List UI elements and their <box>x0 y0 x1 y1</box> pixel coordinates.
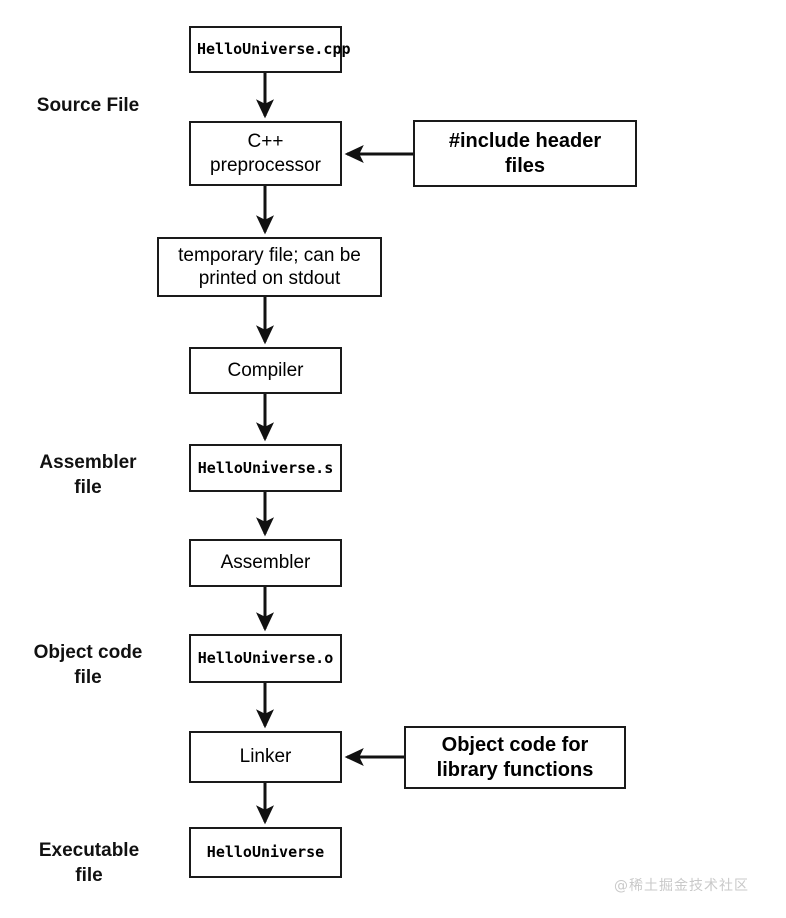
node-label-line2: files <box>504 154 546 177</box>
side-label-assembler-file: Assembler file <box>30 450 146 500</box>
node-temporary-file[interactable]: temporary file; can be printed on stdout <box>157 237 382 297</box>
node-label-line2: preprocessor <box>210 154 321 176</box>
node-compiler[interactable]: Compiler <box>189 347 342 394</box>
node-label: C++ preprocessor <box>191 130 340 176</box>
node-label-line1: temporary file; can be <box>178 244 361 266</box>
node-label-line1: Object code for <box>441 734 589 757</box>
node-label-line1: #include header <box>448 130 602 153</box>
node-label: #include header files <box>415 129 635 178</box>
node-label: temporary file; can be printed on stdout <box>159 244 380 290</box>
side-label-source-file: Source File <box>36 93 140 118</box>
side-label-line2: file <box>74 667 102 689</box>
side-label-text: Source File <box>36 95 140 116</box>
node-source-file[interactable]: HelloUniverse.cpp <box>189 26 351 73</box>
side-label-line1: Executable <box>38 840 140 861</box>
node-label: Object code for library functions <box>406 733 624 782</box>
side-label-line2: file <box>74 477 102 499</box>
node-linker[interactable]: Linker <box>189 731 342 783</box>
side-label-line1: Object code <box>33 642 143 663</box>
node-label-line2: printed on stdout <box>198 268 341 289</box>
node-include-header-files[interactable]: #include header files <box>413 120 637 187</box>
node-library-object-code[interactable]: Object code for library functions <box>404 726 626 789</box>
node-executable[interactable]: HelloUniverse <box>189 827 342 878</box>
node-label: HelloUniverse.cpp <box>197 40 351 59</box>
node-object-file[interactable]: HelloUniverse.o <box>189 634 342 683</box>
watermark: @稀土掘金技术社区 <box>614 875 749 895</box>
node-label: Linker <box>239 746 292 768</box>
side-label-object-code-file: Object code file <box>24 640 152 690</box>
watermark-text: @稀土掘金技术社区 <box>614 878 749 894</box>
node-label-line1: C++ <box>247 131 284 153</box>
node-label: Assembler <box>220 552 311 574</box>
node-label: HelloUniverse.s <box>197 458 334 477</box>
node-label: HelloUniverse <box>206 843 325 862</box>
node-label-line2: library functions <box>436 758 594 781</box>
side-label-line2: file <box>75 865 103 887</box>
node-assembly-file[interactable]: HelloUniverse.s <box>189 444 342 492</box>
side-label-executable-file: Executable file <box>26 838 152 888</box>
node-cpp-preprocessor[interactable]: C++ preprocessor <box>189 121 342 186</box>
node-label: HelloUniverse.o <box>197 649 334 668</box>
side-label-line1: Assembler <box>39 452 137 473</box>
node-label: Compiler <box>227 359 304 381</box>
node-assembler[interactable]: Assembler <box>189 539 342 587</box>
